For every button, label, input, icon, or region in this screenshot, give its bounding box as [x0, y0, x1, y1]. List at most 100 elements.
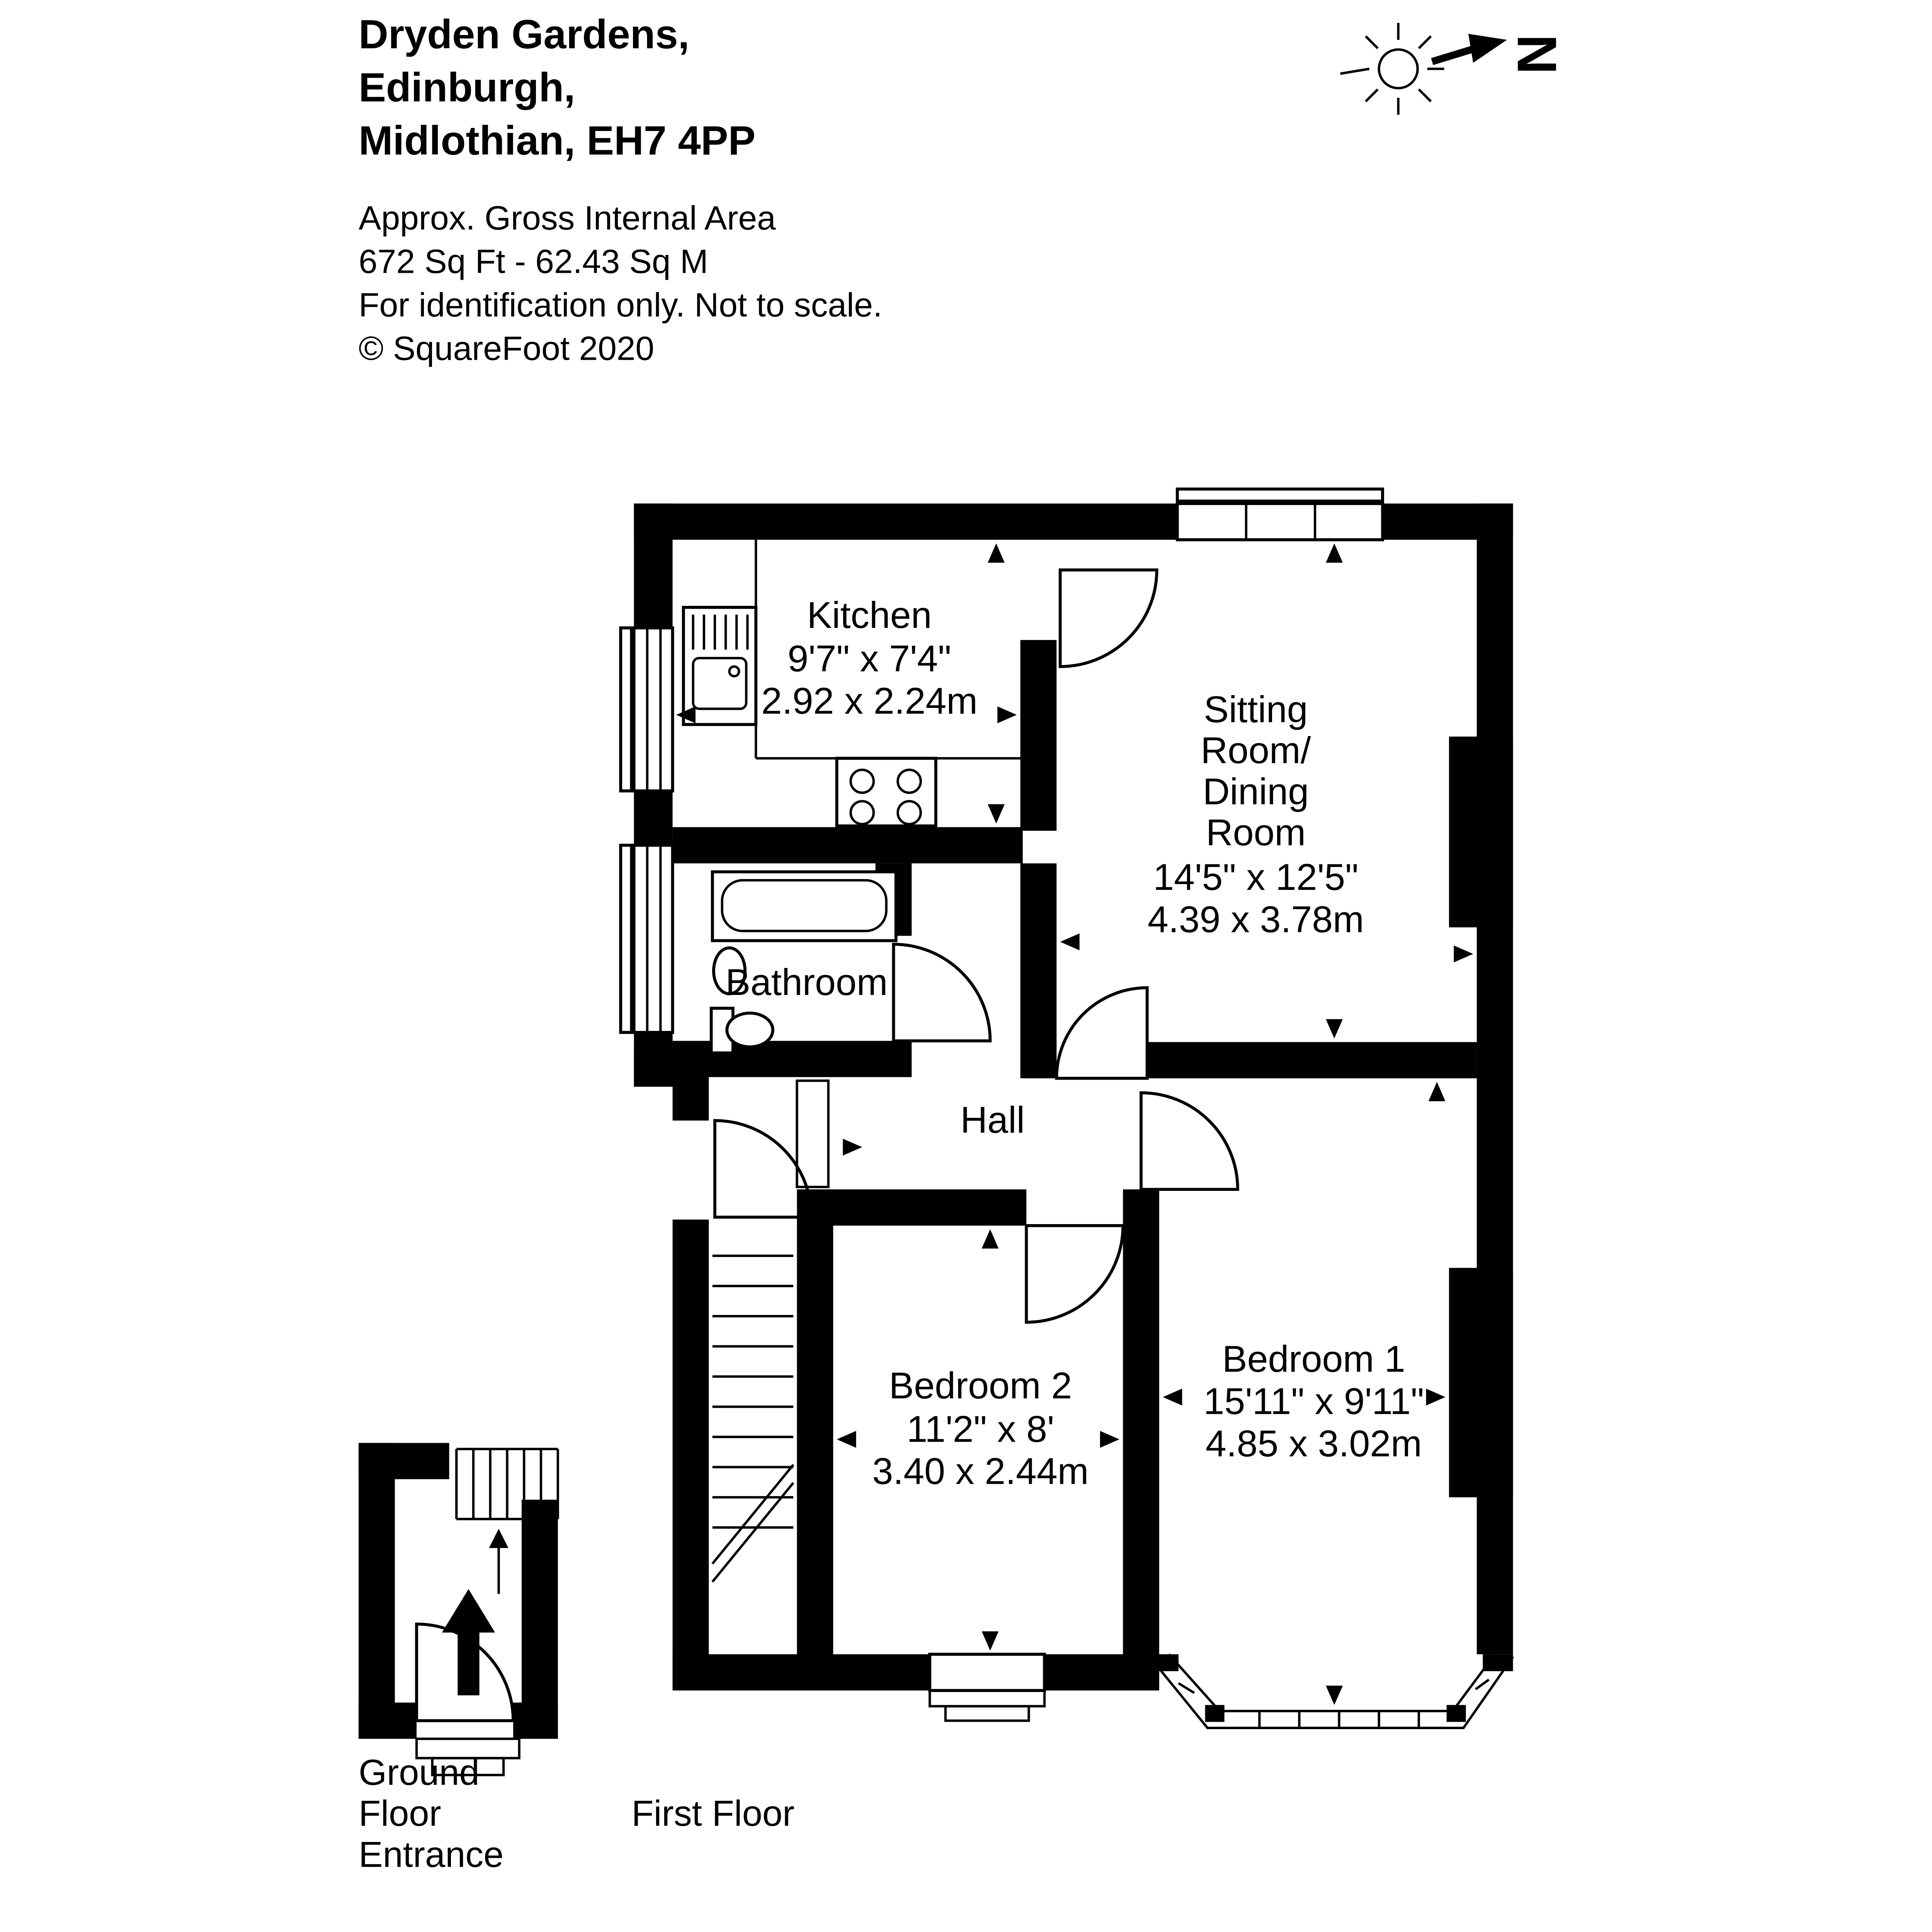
sink-tap-icon	[728, 665, 740, 678]
bedroom1-label: Bedroom 1	[1222, 1338, 1405, 1380]
wall-bathroom-bottom	[672, 1041, 912, 1077]
gf-entrance-step	[431, 1757, 505, 1776]
chimney-sitting-room	[1449, 736, 1513, 927]
kitchen-door	[1058, 568, 1158, 668]
copyright: © SquareFoot 2020	[359, 329, 654, 367]
wall-bedroom1-left	[1123, 1189, 1159, 1690]
bay-mullion	[1178, 1682, 1195, 1694]
hob-ring-icon	[849, 769, 875, 794]
ground-floor-label-3: Entrance	[359, 1834, 503, 1874]
bedroom1-dim-metric: 4.85 x 3.02m	[1206, 1422, 1422, 1464]
wall-left-top	[634, 503, 673, 628]
north-label: N	[1506, 34, 1568, 75]
arrow-up-icon	[988, 543, 1005, 563]
room-labels: Kitchen 9'7" x 7'4" 2.92 x 2.24m Sitting…	[726, 594, 1424, 1492]
wall-hall-sitting	[1020, 863, 1057, 1078]
bedroom2-door	[1025, 1224, 1125, 1324]
windows	[619, 487, 1514, 1729]
first-floor-label: First Floor	[631, 1793, 794, 1833]
arrow-left-icon	[1060, 933, 1080, 951]
ground-floor-plan	[359, 1443, 559, 1776]
gf-wall-bottom-left	[359, 1702, 417, 1739]
bay-outer-line	[1148, 1656, 1514, 1729]
floor-labels: Ground Floor Entrance First Floor	[359, 1752, 794, 1874]
sitting-label-1: Sitting	[1204, 688, 1308, 730]
sitting-room-door	[1055, 986, 1149, 1080]
bay-joint-block	[1147, 1654, 1179, 1671]
washbasin-icon	[712, 946, 747, 995]
address-line-1: Dryden Gardens,	[359, 11, 689, 57]
arrow-right-icon	[997, 706, 1017, 723]
stair-break-line	[711, 1464, 794, 1565]
sitting-label-4: Room	[1206, 811, 1306, 854]
sitting-window-sill	[1175, 487, 1384, 503]
bathroom-door	[892, 942, 992, 1043]
arrow-up-icon	[1326, 543, 1343, 563]
stair-partition	[796, 1079, 830, 1188]
gf-entrance-direction-arrow-icon	[442, 1589, 495, 1696]
bedroom2-dim-imperial: 11'2" x 8'	[907, 1408, 1054, 1450]
first-floor-plan: Kitchen 9'7" x 7'4" 2.92 x 2.24m Sitting…	[619, 487, 1514, 1729]
bedroom1-bay-window	[1147, 1653, 1514, 1729]
bay-mullion	[1475, 1679, 1490, 1690]
wall-left-lower-b	[672, 1219, 709, 1690]
bedroom1-door	[1139, 1091, 1240, 1191]
gf-wall-left	[359, 1443, 395, 1739]
bedroom2-window-step	[944, 1705, 1030, 1722]
wall-top-left	[634, 503, 1177, 540]
bathtub-icon	[711, 870, 898, 942]
kitchen-dim-imperial: 9'7" x 7'4"	[787, 637, 951, 679]
bathtub-inner-icon	[721, 879, 888, 932]
north-arrow-shaft-icon	[1431, 45, 1477, 65]
header: Dryden Gardens, Edinburgh, Midlothian, E…	[359, 11, 882, 367]
bathroom-label: Bathroom	[726, 961, 888, 1003]
chimney-bedroom-1	[1449, 1268, 1513, 1497]
kitchen-fixtures	[682, 539, 1020, 828]
wall-sitting-bottom	[1147, 1042, 1477, 1078]
sitting-label-2: Room/	[1201, 729, 1311, 771]
sitting-dim-imperial: 14'5" x 12'5"	[1153, 856, 1358, 898]
hall-label: Hall	[960, 1099, 1025, 1141]
bathroom-window-sill	[619, 844, 633, 1034]
sitting-dim-metric: 4.39 x 3.78m	[1148, 898, 1364, 940]
wall-bedroom2-left	[797, 1189, 833, 1690]
ground-floor-label-1: Ground	[359, 1752, 480, 1793]
arrow-left-icon	[1163, 1388, 1182, 1406]
doors	[713, 568, 1240, 1324]
arrow-down-icon	[1326, 1685, 1343, 1705]
stair-break-line	[711, 1482, 794, 1583]
gf-wall-right	[522, 1500, 558, 1739]
kitchen-dim-metric: 2.92 x 2.24m	[761, 680, 978, 722]
bay-inner-line	[1168, 1653, 1496, 1713]
hob-ring-icon	[849, 800, 875, 825]
dimension-arrows	[676, 543, 1473, 1705]
hob-ring-icon	[896, 800, 922, 825]
kitchen-window-sill	[619, 626, 633, 793]
bedroom2-dim-metric: 3.40 x 2.44m	[872, 1450, 1089, 1492]
arrow-left-icon	[837, 1431, 856, 1448]
arrow-up-icon	[1428, 1082, 1446, 1101]
entrance-door	[713, 1119, 813, 1219]
address-line-2: Edinburgh,	[359, 65, 575, 111]
kitchen-window	[632, 626, 674, 793]
gf-wall-bottom-right	[513, 1702, 558, 1739]
arrow-down-icon	[1326, 1019, 1343, 1039]
bathroom-window	[632, 844, 674, 1034]
sink-bowl-icon	[692, 657, 748, 710]
gf-stairs-up-arrow-icon	[489, 1529, 509, 1548]
area-label: Approx. Gross Internal Area	[359, 199, 776, 237]
bedroom2-window-step	[929, 1689, 1046, 1708]
arrow-right-icon	[1100, 1431, 1119, 1448]
arrow-right-icon	[1426, 1388, 1446, 1406]
arrow-down-icon	[981, 1631, 999, 1651]
gf-entrance-door	[415, 1622, 515, 1723]
arrow-left-icon	[676, 706, 696, 723]
bathroom-fixtures	[709, 870, 898, 1054]
gf-stair-treads	[455, 1447, 559, 1520]
hob-icon	[835, 757, 937, 828]
stair-treads	[712, 1254, 794, 1529]
arrow-down-icon	[988, 804, 1005, 824]
bedroom2-window	[928, 1653, 1046, 1692]
